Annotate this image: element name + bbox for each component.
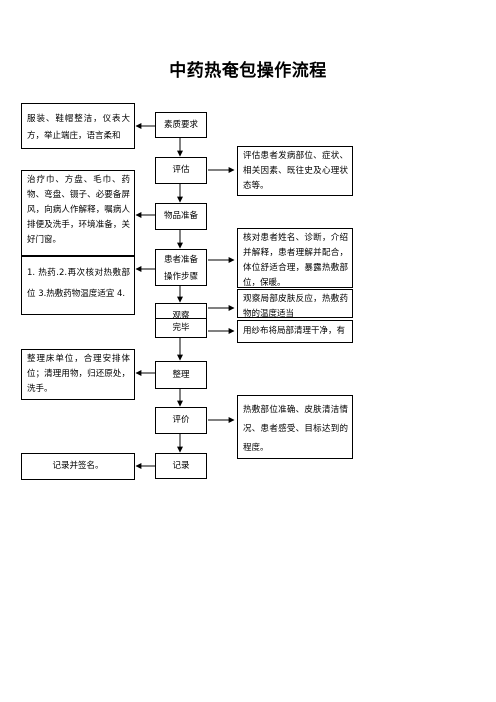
page-title: 中药热奄包操作流程 [169,61,327,81]
note-zhengli: 整理床单位，合理安排体位；清理用物，归还原处，洗手。 [21,349,135,400]
step-caozuo: 操作步骤 [163,272,198,282]
step-jilu: 记录 [155,453,207,479]
note-pinggu: 评估患者发病部位、症状、相关因素、既往史及心理状态等。 [237,146,353,196]
note-caozuo: 1. 热药.2.再次核对热敷部位 3.热敷药物温度适宜 4. [21,256,135,315]
note-guancha: 观察局部皮肤反应，热敷药物的温度适当 [237,289,353,318]
step-zhengli: 整理 [155,361,207,389]
step-wupin: 物品准备 [155,203,207,230]
step-huanzhe-caozuo: 患者准备 操作步骤 [155,249,207,286]
note-huanzhe: 核对患者姓名、诊断，介绍并解释，患者理解并配合，体位舒适合理，暴露热敷部位，保暖… [237,228,353,288]
step-pingjia: 评价 [155,407,207,434]
note-wanbi: 用纱布将局部清理干净，有 [237,320,353,343]
step-suzhi: 素质要求 [155,112,207,138]
note-pingjia: 热敷部位准确、皮肤清洁情况、患者感受、目标达到的程度。 [237,395,353,459]
note-suzhi: 服装、鞋帽整洁，仪表大方，举止端庄，语言柔和 [21,103,135,149]
step-wanbi: 完毕 [155,318,207,338]
note-jilu: 记录并签名。 [21,453,135,480]
step-huanzhe: 患者准备 [163,255,198,265]
step-pinggu: 评估 [155,157,207,184]
note-wupin: 治疗巾、方盘、毛巾、药物、弯盘、镊子、必要备屏风，向病人作解释，嘱病人排便及洗手… [21,170,135,256]
